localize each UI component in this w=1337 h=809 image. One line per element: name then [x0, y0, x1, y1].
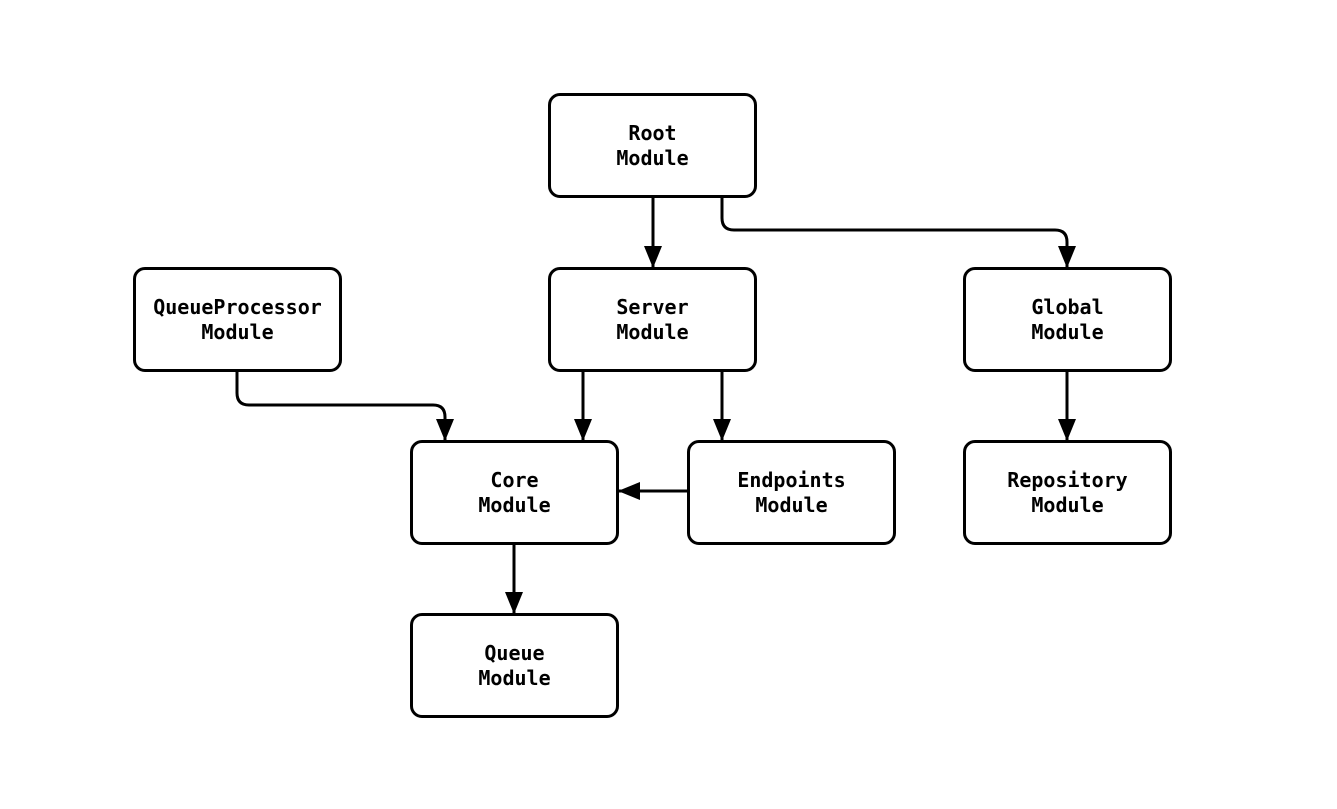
- node-label-queue: Queue Module: [478, 640, 551, 690]
- node-server: Server Module: [548, 267, 757, 372]
- node-label-core: Core Module: [478, 467, 551, 517]
- edge-root-global: [720, 198, 1076, 268]
- node-core: Core Module: [410, 440, 619, 545]
- node-label-server: Server Module: [616, 294, 689, 344]
- node-endpoints: Endpoints Module: [687, 440, 896, 545]
- node-queueprocessor: QueueProcessor Module: [133, 267, 342, 372]
- node-label-root: Root Module: [616, 120, 689, 170]
- node-label-endpoints: Endpoints Module: [737, 467, 846, 517]
- edge-queueprocessor-core: [235, 372, 454, 441]
- node-root: Root Module: [548, 93, 757, 198]
- node-repository: Repository Module: [963, 440, 1172, 545]
- node-queue: Queue Module: [410, 613, 619, 718]
- node-label-repository: Repository Module: [1007, 467, 1128, 517]
- node-label-global: Global Module: [1031, 294, 1104, 344]
- node-label-queueprocessor: QueueProcessor Module: [153, 294, 322, 344]
- node-global: Global Module: [963, 267, 1172, 372]
